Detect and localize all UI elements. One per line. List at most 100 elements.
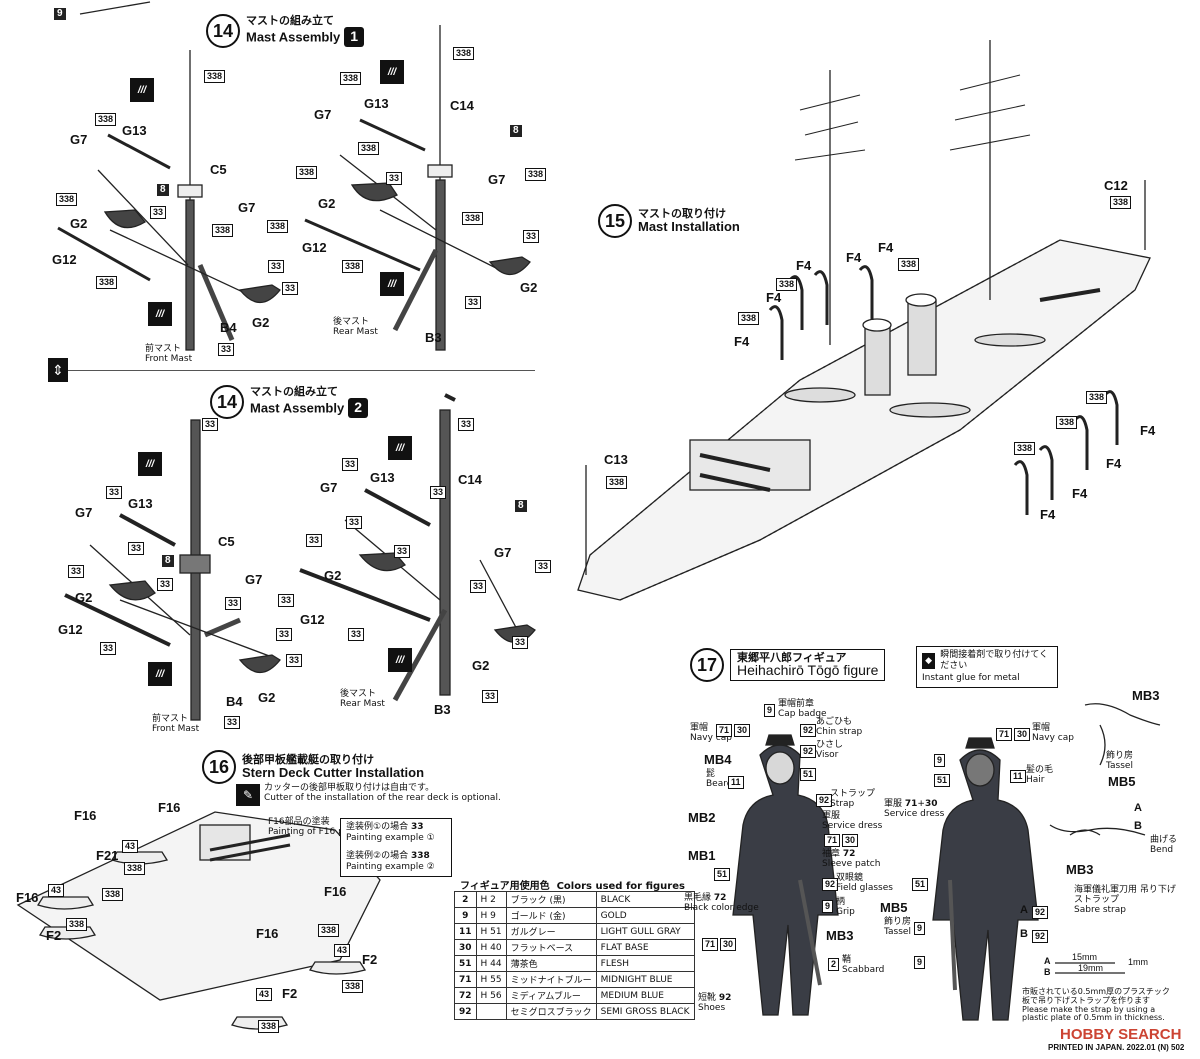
color-code: 9 — [914, 956, 926, 969]
colors-table-cell: ブラック (黒) — [505, 891, 597, 908]
colors-table-cell: BLACK — [595, 891, 695, 908]
color-code: 33 — [482, 690, 499, 703]
step-title-ja: マストの組み立て — [250, 385, 338, 399]
part-label: F16 — [256, 926, 279, 941]
colors-table-cell: LIGHT GULL GRAY — [595, 923, 695, 940]
color-code: 71 — [824, 834, 841, 847]
part-label: G7 — [238, 200, 256, 215]
part-label: G2 — [318, 196, 336, 211]
step-title-en: Heihachirō Tōgō figure — [737, 662, 879, 679]
part-label: B — [1044, 967, 1051, 977]
part-label: F21 — [96, 848, 119, 863]
color-code: 338 — [342, 980, 364, 993]
part-label: F4 — [878, 240, 894, 255]
color-code: 338 — [358, 142, 380, 155]
colors-table-cell: 30 — [454, 939, 477, 956]
part-label: G12 — [58, 622, 83, 637]
part-label: MB1 — [688, 848, 716, 863]
step-number: 14 — [206, 14, 240, 48]
step-title-ja: マストの取り付け — [638, 207, 726, 221]
colors-table-cell: ミッドナイトブルー — [505, 971, 597, 988]
color-code: 33 — [306, 534, 323, 547]
color-code: 338 — [525, 168, 547, 181]
color-code: 33 — [202, 418, 219, 431]
color-code: 92 — [1032, 906, 1049, 919]
colors-table-cell: H 55 — [475, 971, 507, 988]
part-label: G7 — [245, 572, 263, 587]
part-label: MB3 — [1132, 688, 1160, 703]
color-code: 92 — [822, 878, 839, 891]
color-code: 30 — [842, 834, 859, 847]
part-label: G13 — [370, 470, 395, 485]
part-label: B — [1020, 928, 1028, 940]
part-label: F4 — [1072, 486, 1088, 501]
colors-table-cell: ミディアムブルー — [505, 987, 597, 1004]
part-label: F2 — [362, 952, 378, 967]
color-code: 51 — [912, 878, 929, 891]
color-code: 338 — [738, 312, 760, 325]
part-label: F16 — [158, 800, 181, 815]
color-code: 9 — [764, 704, 776, 717]
color-code: 338 — [296, 166, 318, 179]
part-label: G7 — [320, 480, 338, 495]
part-label: C5 — [218, 534, 235, 549]
rotate-icon: ⇕ — [48, 358, 68, 382]
sub-step-badge: 1 — [344, 26, 365, 47]
part-label: F4 — [1140, 423, 1156, 438]
color-code: 338 — [462, 212, 484, 225]
part-label: F2 — [282, 986, 298, 1001]
colors-table-cell: セミグロスブラック — [505, 1003, 597, 1020]
colors-table-cell: 71 — [454, 971, 477, 988]
color-code: 33 — [286, 654, 303, 667]
top-ref-badge: 9 — [54, 8, 66, 20]
color-code: 30 — [720, 938, 737, 951]
part-label: G12 — [52, 252, 77, 267]
color-code: 8 — [510, 125, 522, 137]
color-code: 33 — [157, 578, 174, 591]
colors-table-cell: FLAT BASE — [595, 939, 695, 956]
part-label: C14 — [450, 98, 474, 113]
color-code: 33 — [100, 642, 117, 655]
color-code: 338 — [95, 113, 117, 126]
colors-table-cell: 92 — [454, 1003, 477, 1020]
color-code: 92 — [800, 745, 817, 758]
colors-table-cell: GOLD — [595, 907, 695, 924]
part-label: G13 — [122, 123, 147, 138]
part-label: G2 — [75, 590, 93, 605]
colors-table-cell: H 44 — [475, 955, 507, 972]
color-code: 338 — [1014, 442, 1036, 455]
part-label: G13 — [364, 96, 389, 111]
color-code: 33 — [470, 580, 487, 593]
colors-table-cell: H 56 — [475, 987, 507, 1004]
color-code: 338 — [204, 70, 226, 83]
part-label: F16 — [16, 890, 39, 905]
part-label: B4 — [220, 320, 237, 335]
step-number: 15 — [598, 204, 632, 238]
colors-table-cell: H 2 — [475, 891, 507, 908]
print-info: PRINTED IN JAPAN. 2022.01 (N) 502 — [1048, 1043, 1185, 1052]
optional-note: カッターの後部甲板取り付けは自由です。Cutter of the install… — [264, 783, 501, 803]
sub-step-badge: 2 — [348, 397, 369, 418]
part-label: F2 — [46, 928, 62, 943]
part-label: G2 — [520, 280, 538, 295]
color-code: 8 — [157, 184, 169, 196]
